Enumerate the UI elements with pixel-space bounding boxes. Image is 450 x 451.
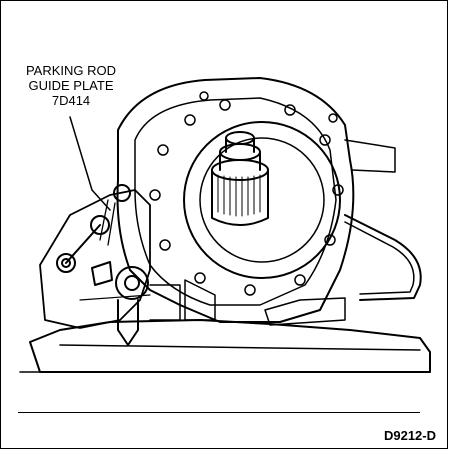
callout-part-number: 7D414: [51, 93, 91, 108]
pump-housing: [116, 77, 355, 323]
input-shaft: [211, 131, 269, 226]
linkage-assembly: [39, 184, 151, 346]
callout-line-1: PARKING ROD: [25, 63, 117, 78]
callout-line-2: GUIDE PLATE: [28, 78, 114, 93]
bell-housing: [183, 121, 341, 279]
cooler-line: [344, 214, 422, 301]
callout-leader: [69, 116, 111, 211]
figure-code: D9212-D: [383, 428, 436, 443]
callout-label: PARKING ROD GUIDE PLATE 7D414: [6, 63, 136, 108]
bolt-holes: [149, 91, 344, 296]
bottom-rule: [18, 412, 420, 413]
